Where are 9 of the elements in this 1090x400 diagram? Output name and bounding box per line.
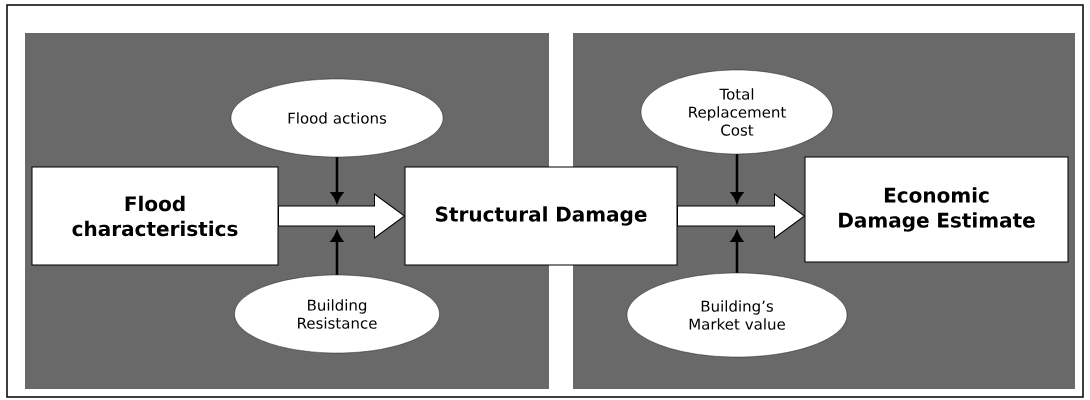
process-box: Economic Damage Estimate bbox=[804, 156, 1069, 263]
arrow bbox=[331, 157, 343, 203]
process-box: Structural Damage bbox=[404, 166, 678, 266]
arrow bbox=[731, 154, 743, 203]
process-box: Flood characteristics bbox=[31, 166, 279, 266]
block-arrow bbox=[278, 193, 405, 239]
arrow bbox=[731, 231, 743, 273]
block-arrow bbox=[677, 193, 805, 239]
arrow bbox=[331, 231, 343, 275]
